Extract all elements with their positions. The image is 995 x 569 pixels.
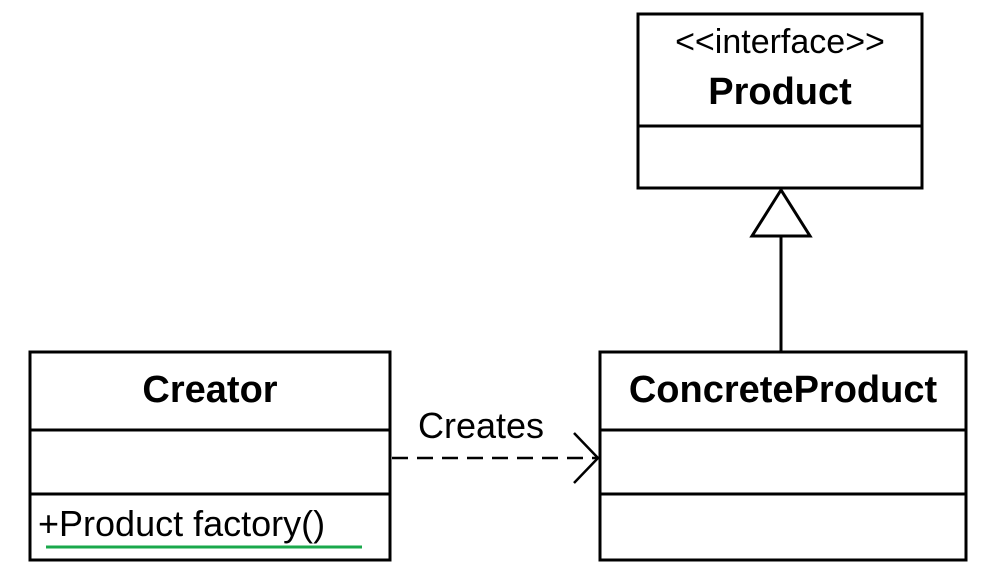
product-interface-box[interactable] [636,12,924,190]
creator-box-outline [28,350,392,562]
dependency-open-arrowhead [573,432,600,484]
product-box-outline [636,12,924,190]
creator-class-name: Creator [142,369,278,411]
concrete-product-box-outline [598,350,968,562]
inheritance-triangle-head [749,187,813,238]
creator-factory-operation: +Product factory() [38,503,326,544]
product-class-name: Product [708,71,852,113]
creates-dependency-arrow [392,432,600,484]
concrete-product-class-box[interactable] [598,350,968,562]
product-stereotype: <<interface>> [675,23,885,61]
creator-class-box[interactable] [28,350,392,562]
concrete-product-class-name: ConcreteProduct [628,369,938,411]
creates-relationship-label: Creates [418,405,545,446]
inheritance-arrow [749,187,813,352]
